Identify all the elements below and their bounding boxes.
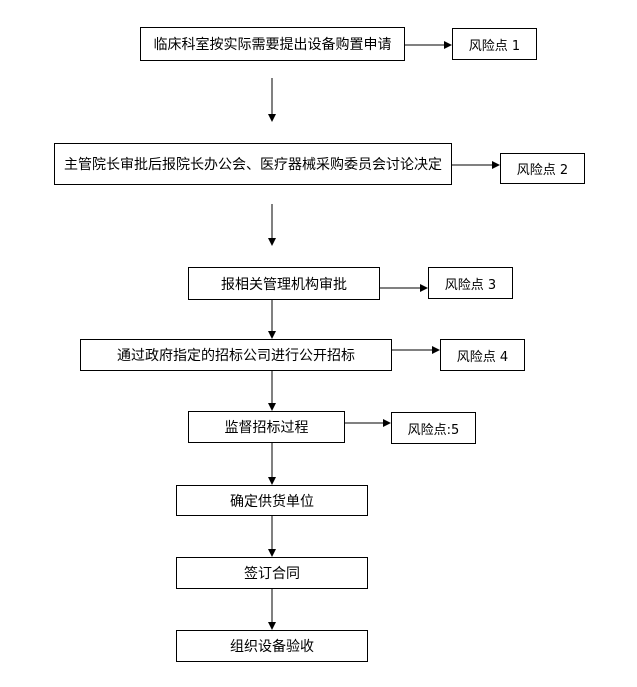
- step-3: 报相关管理机构审批: [188, 267, 380, 300]
- risk-point-5: 风险点:5: [391, 412, 476, 444]
- risk-point-4: 风险点 4: [440, 339, 525, 371]
- step-4: 通过政府指定的招标公司进行公开招标: [80, 339, 392, 371]
- risk-point-1: 风险点 1: [452, 28, 537, 60]
- risk-point-2: 风险点 2: [500, 153, 585, 184]
- step-2: 主管院长审批后报院长办公会、医疗器械采购委员会讨论决定: [54, 143, 452, 185]
- step-1: 临床科室按实际需要提出设备购置申请: [140, 27, 405, 61]
- step-7: 签订合同: [176, 557, 368, 589]
- risk-point-3: 风险点 3: [428, 267, 513, 299]
- step-5: 监督招标过程: [188, 411, 345, 443]
- step-8: 组织设备验收: [176, 630, 368, 662]
- step-6: 确定供货单位: [176, 485, 368, 516]
